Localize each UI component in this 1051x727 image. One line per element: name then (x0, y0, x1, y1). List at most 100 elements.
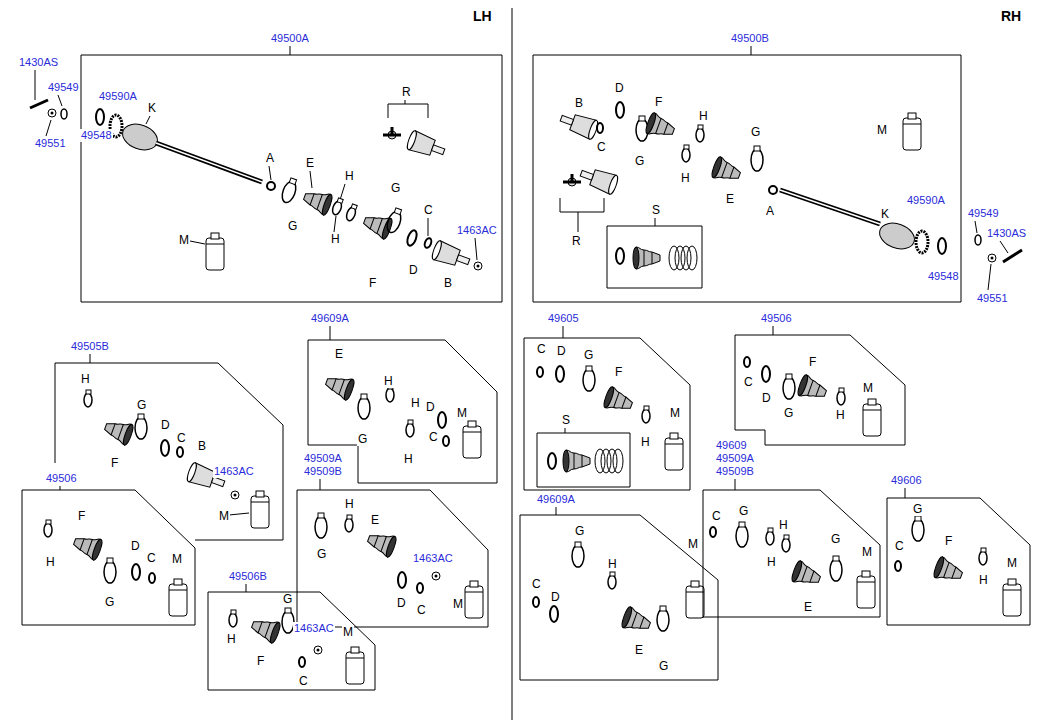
nut (48, 109, 56, 117)
callout-letter: F (110, 457, 119, 470)
boot (796, 374, 829, 404)
callout-letter: C (176, 432, 187, 445)
callout-letter: G (316, 548, 327, 561)
callout-letter: H (680, 172, 691, 185)
callout-letter: C (536, 343, 547, 356)
callout-letter: H (403, 453, 414, 466)
ring (616, 102, 624, 118)
nut (314, 646, 322, 654)
dust-seal (938, 238, 946, 254)
callout-letter: H (607, 558, 618, 571)
callout-letter: E (725, 193, 735, 206)
kit-box: S (607, 226, 702, 288)
kit-number: 49505B (70, 340, 110, 353)
snap-ring (710, 527, 716, 537)
grease-bottle (169, 579, 187, 616)
snap-ring (417, 583, 423, 593)
clamp (766, 528, 774, 545)
grease-bottle (206, 233, 224, 270)
callout-letter: D (556, 345, 567, 358)
clamp (783, 374, 795, 399)
clamp (572, 542, 584, 567)
callout-letter: G (104, 596, 115, 609)
kit-number: 49500A (270, 32, 310, 45)
kit-outline (537, 433, 630, 487)
boot (361, 210, 394, 240)
part-number: 49551 (976, 292, 1009, 305)
boot (563, 450, 590, 472)
kit-number: 49506 (45, 472, 78, 485)
clamp (315, 513, 327, 538)
callout-letter: M (862, 382, 874, 395)
callout-letter: H (330, 233, 341, 246)
clamp (782, 535, 790, 552)
clamp (385, 207, 405, 235)
kit-outline-path (81, 55, 502, 302)
boot (71, 531, 104, 561)
kit-outline (533, 55, 961, 302)
boot-bellows (669, 246, 697, 270)
clamp (104, 558, 116, 583)
callout-letter: M (687, 538, 699, 551)
snap-ring (597, 123, 603, 133)
callout-letter: G (658, 660, 669, 673)
kit-box: 4960949509A49509B (703, 490, 880, 617)
callout-letter: F (614, 366, 623, 379)
joint-housing (558, 109, 600, 140)
snap-ring (744, 357, 750, 367)
part-number: 49551 (34, 137, 67, 150)
clamp (331, 197, 344, 216)
kit-number: 49605 (547, 312, 580, 325)
grease-bottle (465, 581, 483, 618)
boot (932, 556, 965, 586)
grease-bottle (665, 433, 683, 470)
nut (432, 572, 440, 580)
part-number: 49548 (927, 270, 960, 283)
callout-letter: D (550, 591, 561, 604)
snap-ring (443, 436, 449, 446)
callout-letter: B (443, 277, 453, 290)
nut (231, 491, 239, 499)
callout-letter: H (410, 397, 421, 410)
kit-outline-path (524, 338, 690, 490)
clamp (406, 420, 414, 437)
part-number: 49549 (967, 207, 1000, 220)
washer (975, 235, 981, 245)
kit-outline (607, 226, 702, 288)
kit-outline (735, 335, 905, 445)
callout-letter: G (574, 525, 585, 538)
clamp (751, 146, 763, 171)
callout-letter: G (583, 349, 594, 362)
callout-letter: M (861, 546, 873, 559)
clamp (608, 572, 616, 589)
callout-letter: C (711, 510, 722, 523)
part-number: 1463AC (456, 224, 498, 237)
kit-number: 49509B (715, 465, 755, 478)
clamp (682, 145, 690, 162)
joint-housing (431, 240, 473, 271)
kit-number: 49500B (730, 32, 770, 45)
grease-bottle (1003, 579, 1021, 616)
grease-bottle (686, 581, 704, 618)
snap-ring (177, 447, 183, 457)
kit-outline-path (887, 498, 1030, 625)
callout-letter: H (778, 519, 789, 532)
callout-letter: E (370, 514, 380, 527)
part-number: 49590A (906, 194, 946, 207)
grease-bottle (251, 491, 269, 528)
callout-letter: F (77, 510, 86, 523)
clamp (345, 203, 358, 222)
side-heading: LH (472, 10, 493, 23)
clamp (84, 390, 92, 407)
kit-box: 49506 (735, 335, 905, 445)
part-number: 1430AS (986, 227, 1027, 240)
callout-letter: H (344, 170, 355, 183)
kit-outline-path (537, 433, 630, 487)
tone-ring (916, 231, 928, 253)
clamp (358, 394, 370, 419)
kit-number: 49609A (536, 493, 576, 506)
callout-letter: D (396, 597, 407, 610)
shaft-highlight (156, 143, 262, 182)
clamp (44, 520, 52, 537)
callout-letter: G (738, 505, 749, 518)
